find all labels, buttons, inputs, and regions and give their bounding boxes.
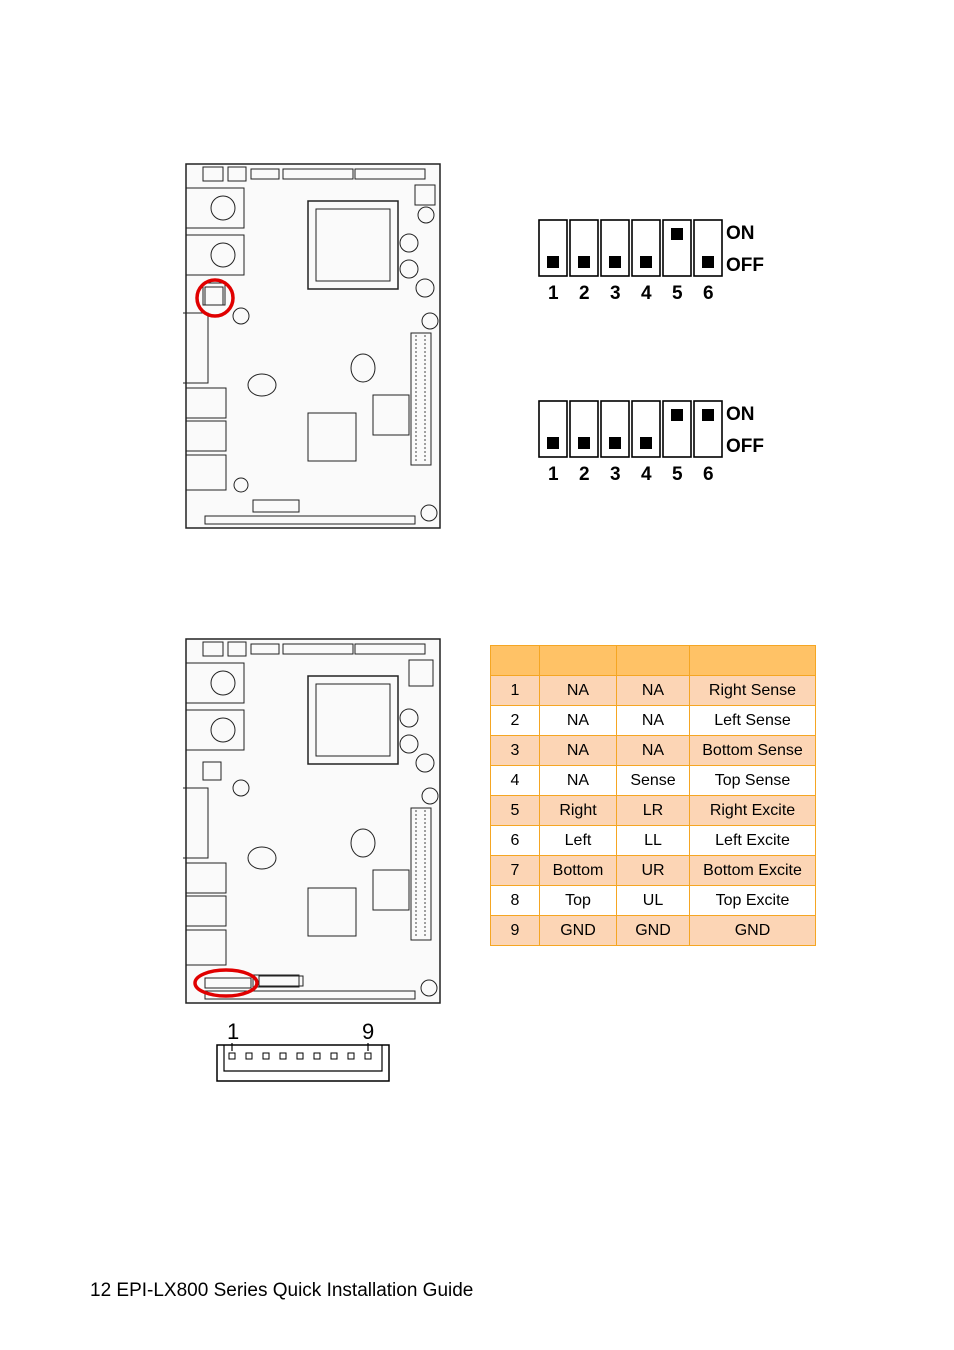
table-cell: 5 bbox=[490, 795, 540, 826]
table-cell: Top Sense bbox=[689, 765, 816, 796]
table-cell: 4 bbox=[490, 765, 540, 796]
dip-switch-knob bbox=[609, 437, 621, 449]
table-header-row bbox=[490, 645, 816, 676]
table-cell: GND bbox=[689, 915, 816, 946]
dip-switch-number: 4 bbox=[641, 464, 652, 485]
dip1-off-label: OFF bbox=[726, 255, 764, 276]
dip-switch-knob bbox=[640, 437, 652, 449]
connector-pin bbox=[262, 1052, 270, 1060]
table-cell: LR bbox=[616, 795, 690, 826]
header-cell bbox=[539, 645, 617, 676]
table-cell: Right Sense bbox=[689, 675, 816, 706]
table-cell: GND bbox=[616, 915, 690, 946]
dip-switch-knob bbox=[702, 409, 714, 421]
page-footer: 12 EPI-LX800 Series Quick Installation G… bbox=[90, 1280, 474, 1301]
table-cell: Left Sense bbox=[689, 705, 816, 736]
table-cell: Top bbox=[539, 885, 617, 916]
dip-switch-knob bbox=[578, 256, 590, 268]
dip2-off-label: OFF bbox=[726, 436, 764, 457]
dip-switch-number: 2 bbox=[579, 283, 590, 304]
table-cell: Bottom bbox=[539, 855, 617, 886]
dip-switch-knob bbox=[547, 437, 559, 449]
connector-pin bbox=[364, 1052, 372, 1060]
table-cell: Bottom Sense bbox=[689, 735, 816, 766]
connector-pin bbox=[279, 1052, 287, 1060]
dip-switch-knob bbox=[702, 256, 714, 268]
table-cell: Right Excite bbox=[689, 795, 816, 826]
connector-pin bbox=[330, 1052, 338, 1060]
table-cell: NA bbox=[616, 675, 690, 706]
table-cell: 3 bbox=[490, 735, 540, 766]
table-cell: 8 bbox=[490, 885, 540, 916]
dip1-on-label: ON bbox=[726, 223, 755, 244]
dip-switch-number: 5 bbox=[672, 464, 683, 485]
table-cell: 2 bbox=[490, 705, 540, 736]
connector-pinout: 1 9 bbox=[216, 1019, 390, 1082]
dip-switch-knob bbox=[671, 409, 683, 421]
dip-switch-knob bbox=[640, 256, 652, 268]
header-cell bbox=[616, 645, 690, 676]
dip-switch-knob bbox=[547, 256, 559, 268]
connector-pin bbox=[228, 1052, 236, 1060]
table-cell: GND bbox=[539, 915, 617, 946]
table-cell: Left bbox=[539, 825, 617, 856]
dip-switch-number: 5 bbox=[672, 283, 683, 304]
dip-switch-number: 3 bbox=[610, 283, 621, 304]
dip2-on-label: ON bbox=[726, 404, 755, 425]
table-cell: 1 bbox=[490, 675, 540, 706]
table-cell: NA bbox=[539, 765, 617, 796]
table-cell: Right bbox=[539, 795, 617, 826]
table-cell: 6 bbox=[490, 825, 540, 856]
dip-switch-number: 2 bbox=[579, 464, 590, 485]
board-diagram-bottom bbox=[183, 638, 441, 1004]
table-cell: NA bbox=[616, 735, 690, 766]
table-cell: NA bbox=[539, 705, 617, 736]
table-cell: Sense bbox=[616, 765, 690, 796]
pin-9-label: 9 bbox=[362, 1019, 374, 1044]
table-cell: NA bbox=[539, 735, 617, 766]
dip-switch-number: 4 bbox=[641, 283, 652, 304]
header-cell bbox=[689, 645, 816, 676]
table-cell: NA bbox=[616, 705, 690, 736]
dip-switch-knob bbox=[578, 437, 590, 449]
table-cell: 9 bbox=[490, 915, 540, 946]
dip-switch-knob bbox=[671, 228, 683, 240]
header-cell bbox=[490, 645, 540, 676]
table-cell: 7 bbox=[490, 855, 540, 886]
table-cell: UR bbox=[616, 855, 690, 886]
connector-pin bbox=[313, 1052, 321, 1060]
table-cell: Bottom Excite bbox=[689, 855, 816, 886]
connector-pin bbox=[347, 1052, 355, 1060]
dip-switch-number: 6 bbox=[703, 464, 714, 485]
table-cell: NA bbox=[539, 675, 617, 706]
table-cell: UL bbox=[616, 885, 690, 916]
dip-switch-number: 1 bbox=[548, 283, 559, 304]
dip-switch-knob bbox=[609, 256, 621, 268]
dip-switch-number: 3 bbox=[610, 464, 621, 485]
connector-pin bbox=[245, 1052, 253, 1060]
board-diagram-top bbox=[183, 163, 441, 529]
table-cell: LL bbox=[616, 825, 690, 856]
connector-pin bbox=[296, 1052, 304, 1060]
table-cell: Left Excite bbox=[689, 825, 816, 856]
pin-1-label: 1 bbox=[227, 1019, 239, 1044]
dip-switch-number: 6 bbox=[703, 283, 714, 304]
dip-switch-number: 1 bbox=[548, 464, 559, 485]
table-cell: Top Excite bbox=[689, 885, 816, 916]
